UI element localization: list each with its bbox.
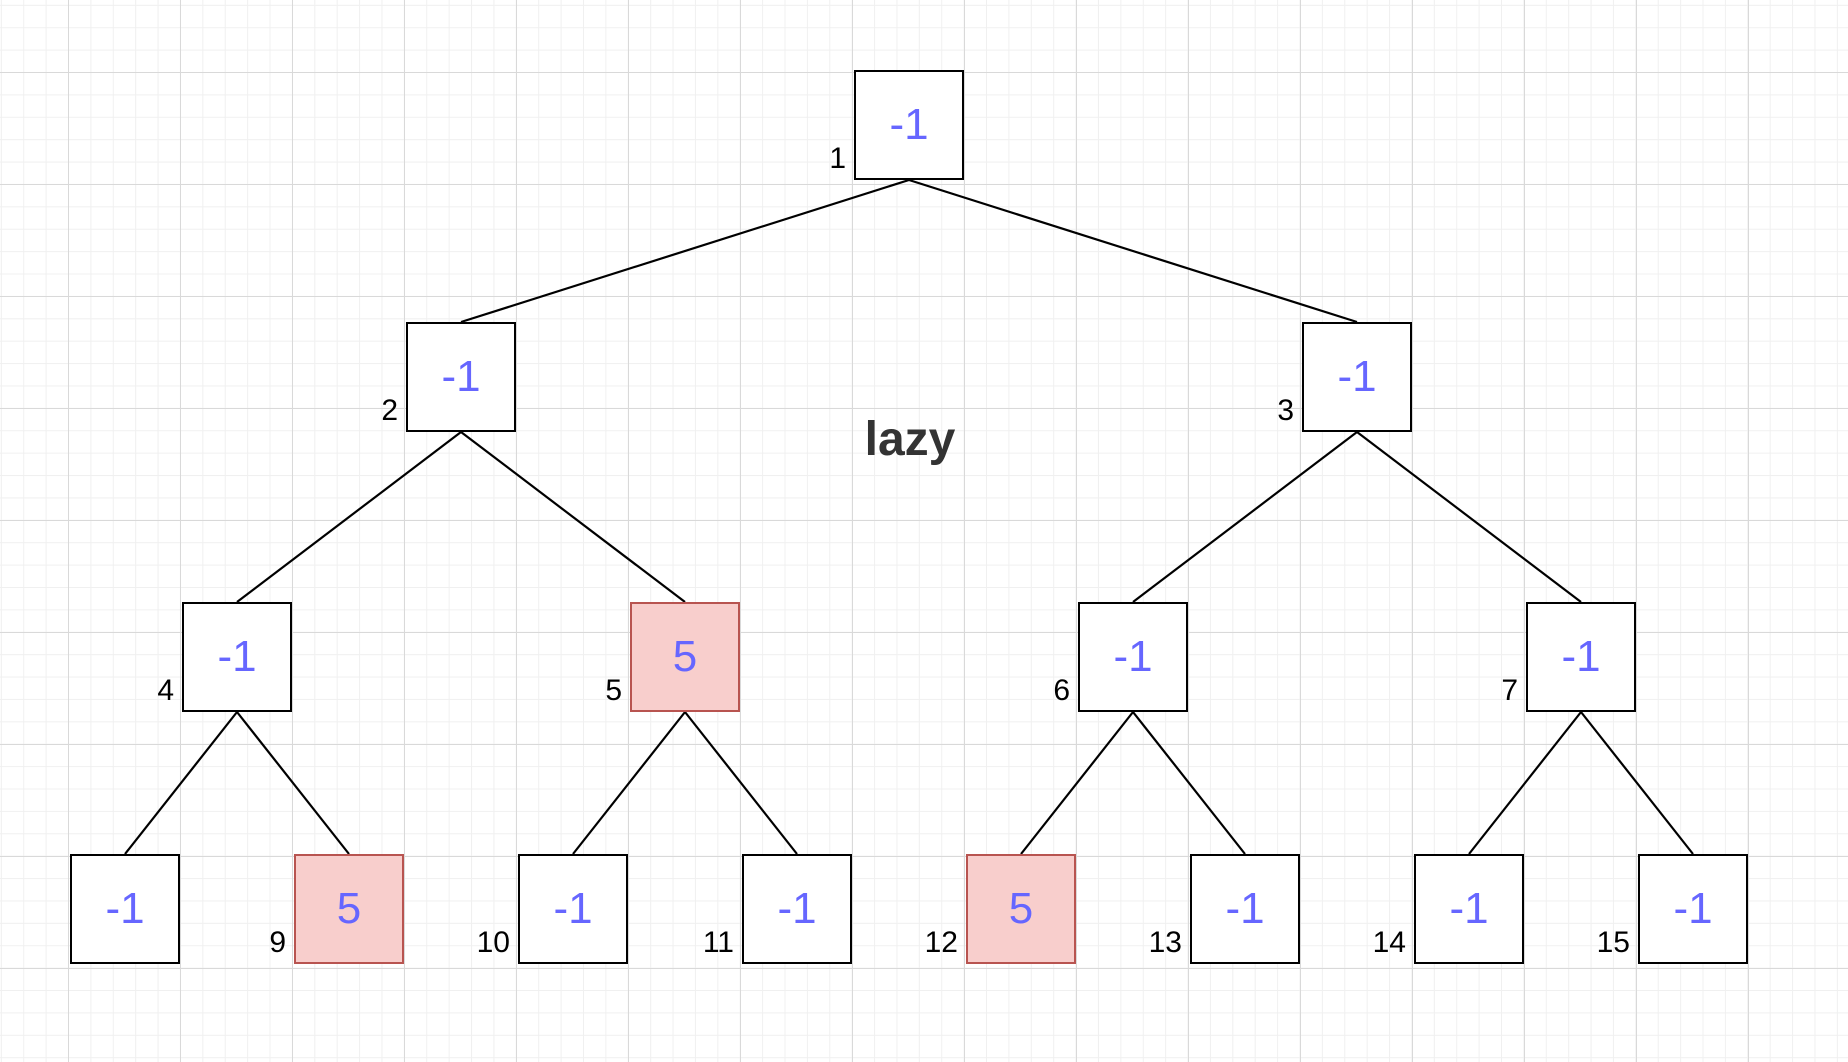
tree-node-6: -1 bbox=[1078, 602, 1188, 712]
node-index-label-9: 9 bbox=[269, 926, 286, 959]
edge-1-3 bbox=[908, 178, 1358, 324]
node-index-label-11: 11 bbox=[702, 926, 734, 959]
tree-node-13: -1 bbox=[1190, 854, 1300, 964]
tree-node-3: -1 bbox=[1302, 322, 1412, 432]
tree-node-11: -1 bbox=[742, 854, 852, 964]
node-index-label-6: 6 bbox=[1053, 674, 1070, 707]
node-index-label-1: 1 bbox=[829, 142, 846, 175]
tree-node-2: -1 bbox=[406, 322, 516, 432]
node-index-label-7: 7 bbox=[1501, 674, 1518, 707]
tree-node-9: 5 bbox=[294, 854, 404, 964]
node-index-label-2: 2 bbox=[381, 394, 398, 427]
edge-7-14 bbox=[1468, 711, 1582, 855]
node-index-label-14: 14 bbox=[1372, 926, 1406, 959]
tree-node-10: -1 bbox=[518, 854, 628, 964]
node-index-label-13: 13 bbox=[1148, 926, 1182, 959]
edge-1-2 bbox=[460, 178, 910, 324]
edge-3-7 bbox=[1356, 431, 1582, 603]
edge-6-12 bbox=[1020, 711, 1134, 855]
node-index-label-4: 4 bbox=[157, 674, 174, 707]
tree-node-4: -1 bbox=[182, 602, 292, 712]
node-index-label-3: 3 bbox=[1277, 394, 1294, 427]
diagram-title: lazy bbox=[864, 413, 956, 466]
edge-5-11 bbox=[684, 711, 798, 855]
edge-5-10 bbox=[572, 711, 686, 855]
tree-node-14: -1 bbox=[1414, 854, 1524, 964]
edge-2-4 bbox=[236, 431, 462, 603]
node-index-label-10: 10 bbox=[476, 926, 510, 959]
edge-4-8 bbox=[124, 711, 238, 855]
node-index-label-15: 15 bbox=[1596, 926, 1630, 959]
tree-node-12: 5 bbox=[966, 854, 1076, 964]
edge-2-5 bbox=[460, 431, 686, 603]
edge-3-6 bbox=[1132, 431, 1358, 603]
edge-7-15 bbox=[1580, 711, 1694, 855]
edge-4-9 bbox=[236, 711, 350, 855]
tree-node-1: -1 bbox=[854, 70, 964, 180]
node-index-label-12: 12 bbox=[924, 926, 958, 959]
tree-node-15: -1 bbox=[1638, 854, 1748, 964]
node-index-label-5: 5 bbox=[605, 674, 622, 707]
edge-6-13 bbox=[1132, 711, 1246, 855]
tree-node-5: 5 bbox=[630, 602, 740, 712]
tree-node-8: -1 bbox=[70, 854, 180, 964]
tree-node-7: -1 bbox=[1526, 602, 1636, 712]
